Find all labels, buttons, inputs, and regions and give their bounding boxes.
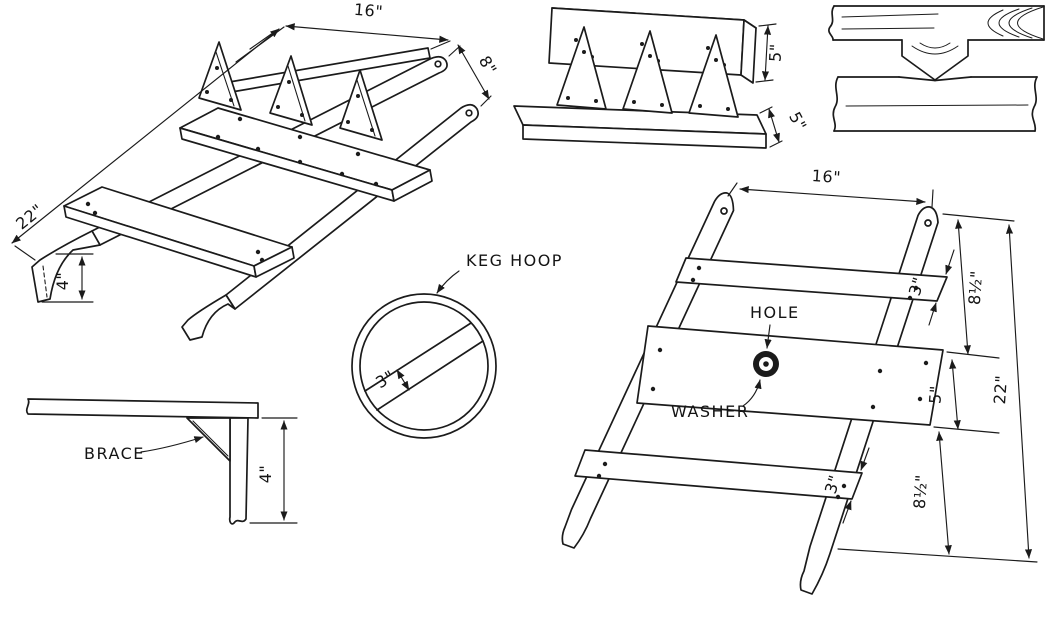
dimension-upper-section-8half: 8½"	[955, 219, 986, 355]
washer	[753, 351, 779, 377]
dim-label-bottom-board: 3"	[821, 473, 845, 497]
rope-hole	[763, 361, 769, 367]
dim-label-width: 16"	[811, 166, 841, 187]
dimension-base-depth-5: 5"	[759, 106, 811, 148]
dim-label-base-depth: 5"	[785, 109, 810, 134]
dimension-middle-board-5: 5"	[925, 359, 961, 430]
dimension-lower-section-8half: 8½"	[910, 431, 952, 555]
gusset-brace-b	[622, 30, 673, 114]
middle-board	[636, 325, 944, 426]
hidden-edge	[42, 265, 48, 298]
keg-hoop-detail: 3" KEG HOOP	[351, 251, 563, 439]
dimension-overall-length-22: 22"	[990, 224, 1033, 559]
keg-hoop-label: KEG HOOP	[466, 251, 563, 270]
brace-label: BRACE	[84, 444, 145, 463]
top-view: 3" HOLE WASHER 3"	[561, 166, 1038, 595]
shelf-board	[25, 398, 259, 419]
near-runner-rope-hole	[465, 109, 473, 117]
dimension-brace-height-4: 4"	[249, 417, 298, 524]
wood-grain	[841, 6, 1044, 40]
dimension-rear-width-16: 16"	[235, 0, 451, 63]
perspective-view: 22" 16" 8" 4"	[11, 0, 501, 341]
dim-label-board-height: 5"	[766, 43, 786, 63]
hoop-chord-1	[364, 322, 472, 392]
crossboard-front-view: 5" 5"	[513, 7, 811, 149]
gusset-brace-c	[688, 34, 739, 118]
dimension-band-width-3: 3"	[372, 366, 410, 392]
gusset-brace-a	[556, 26, 607, 110]
bottom-board	[832, 76, 1038, 132]
left-runner-rope-hole	[720, 207, 728, 215]
dim-label-upper-section: 8½"	[965, 270, 986, 306]
bottom-crossboard	[574, 449, 863, 500]
dim-label-rear-width: 16"	[353, 0, 384, 21]
corner-brace	[186, 417, 231, 462]
post-board	[228, 417, 249, 525]
dimension-bottom-board-3: 3"	[821, 447, 870, 524]
keg-hoop-inner-ring	[359, 301, 489, 431]
brace-arrow	[140, 436, 204, 453]
right-runner-rope-hole	[924, 219, 932, 227]
hoop-chord-2	[376, 340, 484, 411]
far-runner-foot	[31, 230, 101, 303]
hole-label: HOLE	[750, 303, 800, 322]
top-crossboard	[675, 257, 948, 302]
dim-label-overall-length: 22"	[990, 374, 1011, 404]
dimension-runner-spread-8: 8"	[448, 44, 501, 107]
dimension-width-16: 16"	[727, 166, 934, 208]
dim-label-foot-height: 4"	[53, 272, 72, 291]
washer-arrow	[742, 379, 762, 407]
brace-detail: BRACE 4"	[25, 398, 298, 525]
keg-hoop-arrow	[436, 270, 460, 294]
gusset-brace-2	[269, 55, 313, 126]
dim-label-top-board: 3"	[905, 275, 929, 299]
hole-arrow	[764, 324, 772, 349]
dim-label-middle-board: 5"	[925, 385, 945, 405]
dim-label-lower-section: 8½"	[910, 474, 931, 510]
dimension-foot-height-4: 4"	[41, 253, 94, 303]
top-board	[828, 5, 1045, 41]
keg-hoop-outer-ring	[351, 293, 497, 439]
dim-label-band-width: 3"	[372, 366, 398, 392]
far-runner-rope-hole	[434, 60, 442, 68]
dim-label-length: 22"	[12, 200, 47, 233]
wedge-grain	[911, 42, 959, 55]
dimension-board-height-5: 5"	[755, 23, 786, 83]
near-runner-foot	[181, 294, 236, 341]
dimension-top-board-3: 3"	[905, 249, 955, 326]
dim-label-brace-height: 4"	[256, 465, 275, 484]
gusset-brace-3	[339, 69, 383, 141]
washer-label: WASHER	[671, 402, 749, 421]
dim-label-runner-spread: 8"	[475, 52, 501, 78]
joint-detail	[828, 5, 1045, 132]
